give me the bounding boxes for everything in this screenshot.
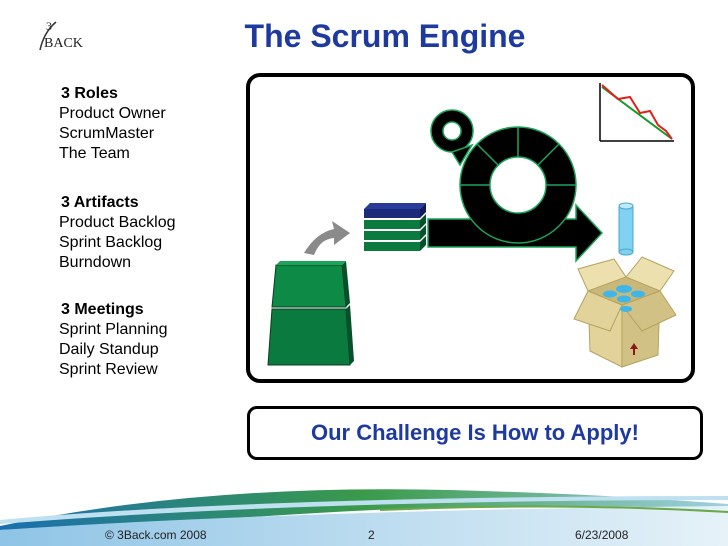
footer-date: 6/23/2008 <box>575 528 629 542</box>
roles-section: 3 Roles Product Owner ScrumMaster The Te… <box>57 84 166 164</box>
sprint-backlog-icon <box>364 203 426 251</box>
diagram-frame <box>246 73 695 383</box>
meetings-section: 3 Meetings Sprint Planning Daily Standup… <box>57 300 168 380</box>
meeting-item: Sprint Planning <box>59 321 168 338</box>
product-backlog-icon <box>267 261 354 366</box>
artifacts-heading: 3 Artifacts <box>61 194 139 211</box>
logo-text: BACK <box>44 36 83 51</box>
artifacts-section: 3 Artifacts Product Backlog Sprint Backl… <box>57 193 176 273</box>
challenge-callout: Our Challenge Is How to Apply! <box>247 406 703 460</box>
artifact-item: Burndown <box>59 254 132 271</box>
role-item: Product Owner <box>59 105 166 122</box>
meetings-heading: 3 Meetings <box>61 301 144 318</box>
flow-arrow-icon <box>304 221 350 255</box>
footer-copyright: © 3Back.com 2008 <box>105 528 207 542</box>
logo-digit: 3 <box>46 19 52 33</box>
sprint-cycle-icon <box>427 126 604 263</box>
product-increment-icon <box>618 202 634 256</box>
role-item: ScrumMaster <box>59 125 155 142</box>
footer-swoosh <box>0 489 728 546</box>
artifact-item: Sprint Backlog <box>59 234 163 251</box>
meeting-item: Sprint Review <box>59 361 158 378</box>
slide-title: The Scrum Engine <box>244 18 526 54</box>
meeting-item: Daily Standup <box>59 341 159 358</box>
challenge-text: Our Challenge Is How to Apply! <box>311 420 639 445</box>
daily-cycle-icon <box>430 109 474 167</box>
shipping-box-icon <box>573 256 677 368</box>
role-item: The Team <box>59 145 130 162</box>
roles-heading: 3 Roles <box>61 85 118 102</box>
footer-page-number: 2 <box>368 528 375 542</box>
artifact-item: Product Backlog <box>59 214 176 231</box>
scrum-engine-diagram <box>267 83 677 368</box>
burndown-chart-icon <box>599 83 674 142</box>
logo-swoosh-icon: 3 <box>39 19 57 51</box>
